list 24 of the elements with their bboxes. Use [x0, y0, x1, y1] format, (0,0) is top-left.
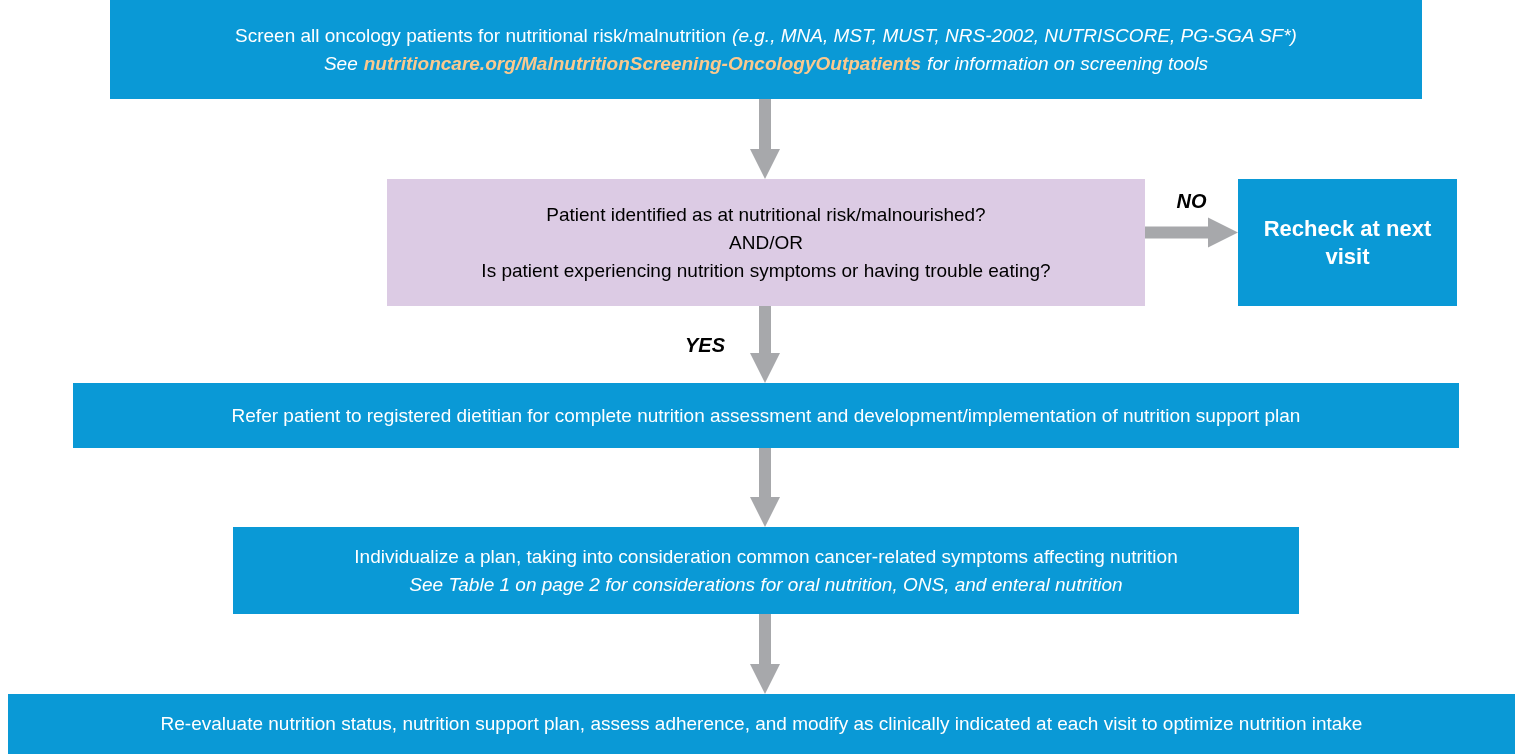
arrow — [1145, 217, 1238, 248]
process-box — [1238, 179, 1457, 306]
step-text: Individualize a plan, taking into consideration common cancer-related symptoms affecting nutrition — [354, 544, 1178, 569]
decision-box — [387, 179, 1145, 306]
example-text: (e.g., MNA, MST, MUST, NRS-2002, NUTRISCORE, PG-SGA SF*) — [732, 23, 1297, 48]
note-text: for information on screening tools — [927, 51, 1209, 76]
process-box — [110, 0, 1422, 99]
note-text: See Table 1 on page 2 for considerations for oral nutrition, ONS, and enteral nutrition — [409, 572, 1123, 597]
arrow — [750, 99, 780, 179]
arrow — [750, 306, 780, 383]
step-text: AND/OR — [729, 230, 803, 255]
step-text: Recheck at next visit — [1262, 214, 1433, 271]
step-text: Screen all oncology patients for nutritional risk/malnutrition — [235, 23, 727, 48]
step-text: Patient identified as at nutritional risk/malnourished? — [546, 202, 986, 227]
step-text: Is patient experiencing nutrition symptoms or having trouble eating? — [481, 258, 1051, 283]
process-box — [73, 383, 1459, 448]
link: nutritioncare.org/MalnutritionScreening-OncologyOutpatients — [363, 51, 922, 76]
step-text: Re-evaluate nutrition status, nutrition support plan, assess adherence, and modify as clinically indicated at each visit to optimize nutrition intake — [160, 712, 1363, 736]
process-box — [233, 527, 1299, 614]
note-text: See — [323, 51, 358, 76]
arrow — [750, 614, 780, 694]
arrow — [750, 448, 780, 527]
process-box — [8, 694, 1515, 754]
step-text: Refer patient to registered dietitian for complete nutrition assessment and development/implementation of nutrition support plan — [231, 403, 1301, 428]
